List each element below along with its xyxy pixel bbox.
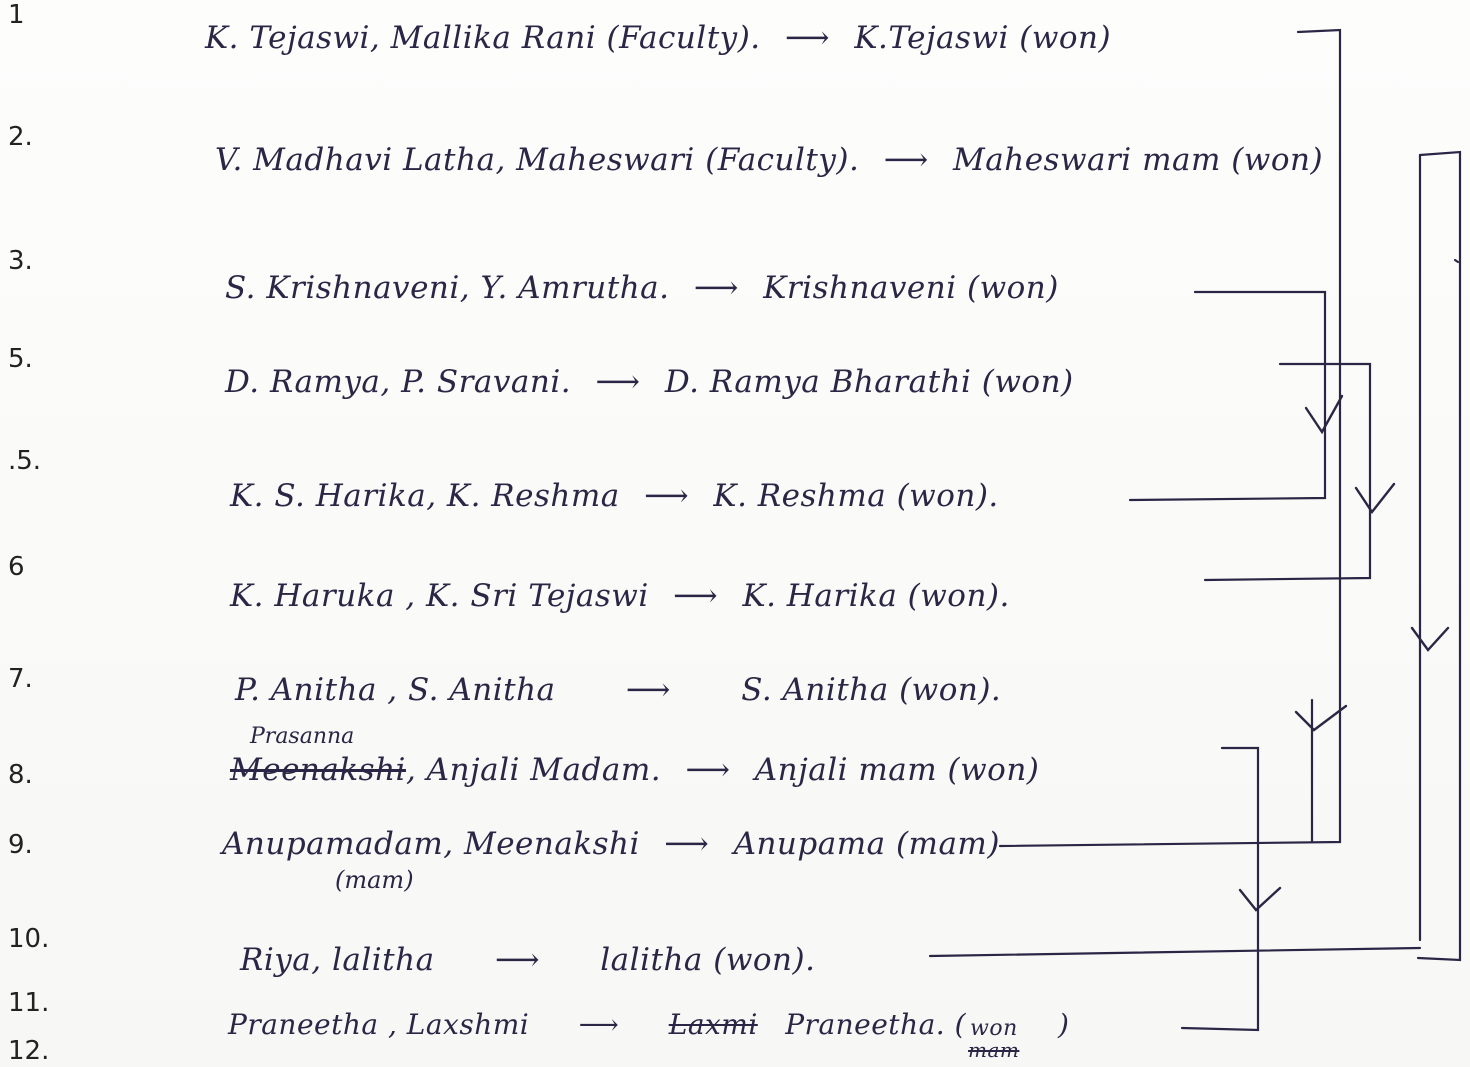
bracket-line	[1416, 150, 1462, 962]
match-result: D. Ramya Bharathi (won)	[664, 364, 1074, 400]
match-row: D. Ramya, P. Sravani. ⟶ D. Ramya Bharath…	[225, 364, 1074, 400]
tick-icon	[1294, 704, 1348, 732]
tick-icon	[1410, 626, 1450, 652]
match-row: K. S. Harika, K. Reshma ⟶ K. Reshma (won…	[230, 478, 999, 514]
match-row: S. Krishnaveni, Y. Amrutha. ⟶ Krishnaven…	[225, 270, 1059, 306]
struck-name: Meenakshi	[230, 752, 406, 788]
correction-note: (mam)	[335, 866, 414, 894]
row-number: 8.	[8, 760, 33, 790]
won-note: won	[970, 1016, 1018, 1041]
match-result: Anjali mam (won)	[754, 752, 1040, 788]
arrow-icon: ⟶	[785, 20, 830, 56]
row-number: 7.	[8, 664, 33, 694]
row-number: 6	[8, 552, 25, 582]
struck-name: Laxmi	[668, 1008, 758, 1041]
arrow-icon: ⟶	[664, 826, 710, 862]
row-number: .5.	[8, 446, 42, 476]
row-number: 5.	[8, 344, 33, 374]
arrow-icon: ⟶	[644, 478, 690, 514]
tick-icon	[1238, 886, 1282, 912]
arrow-icon: ⟶	[595, 364, 641, 400]
match-row: K. Tejaswi, Mallika Rani (Faculty). ⟶ K.…	[205, 20, 1111, 56]
match-row: Anupamadam, Meenakshi ⟶ Anupama (mam)	[222, 826, 1000, 862]
row-number: 11.	[8, 988, 50, 1018]
match-pair: Praneetha , Laxshmi	[228, 1008, 530, 1041]
match-result: K. Reshma (won).	[713, 478, 999, 514]
row-number: 12.	[8, 1036, 50, 1066]
bracket-line	[1180, 746, 1260, 1032]
match-result: K.Tejaswi (won)	[854, 20, 1112, 56]
row-number: 3.	[8, 246, 33, 276]
match-pair: Anupamadam, Meenakshi	[222, 826, 640, 862]
correction-note: Prasanna	[250, 724, 355, 749]
arrow-icon: ⟶	[685, 752, 731, 788]
match-result: K. Harika (won).	[742, 578, 1010, 614]
match-pair: K. Tejaswi, Mallika Rani (Faculty).	[205, 20, 761, 56]
match-result: S. Anitha (won).	[741, 672, 1002, 708]
match-pair: S. Krishnaveni, Y. Amrutha.	[225, 270, 670, 306]
match-pair: , Anjali Madam.	[405, 752, 662, 788]
match-pair: K. Haruka , K. Sri Tejaswi	[230, 578, 649, 614]
match-pair: P. Anitha , S. Anitha	[235, 672, 556, 708]
tick-icon	[1354, 482, 1396, 515]
match-result: Praneetha. (	[785, 1008, 967, 1041]
match-result: Krishnaveni (won)	[763, 270, 1059, 306]
match-row: K. Haruka , K. Sri Tejaswi ⟶ K. Harika (…	[230, 578, 1010, 614]
match-row: Riya, lalitha ⟶ lalitha (won).	[240, 942, 815, 978]
arrow-icon: ⟶	[693, 270, 739, 306]
tick-marks	[1238, 394, 1450, 912]
arrow-icon: ⟶	[494, 942, 540, 978]
match-result: lalitha (won).	[600, 942, 816, 978]
match-row: Meenakshi, Anjali Madam. ⟶ Anjali mam (w…	[230, 752, 1039, 788]
match-pair: Riya, lalitha	[240, 942, 435, 978]
row-number: 2.	[8, 122, 33, 152]
arrow-icon: ⟶	[883, 142, 929, 178]
arrow-icon: ⟶	[673, 578, 719, 614]
arrow-icon: ⟶	[578, 1008, 620, 1041]
struck-mam: mam	[968, 1038, 1020, 1062]
match-pair: K. S. Harika, K. Reshma	[230, 478, 620, 514]
match-row: P. Anitha , S. Anitha ⟶ S. Anitha (won).	[235, 672, 1001, 708]
match-pair: V. Madhavi Latha, Maheswari (Faculty).	[215, 142, 860, 178]
bracket-line	[998, 28, 1342, 848]
row-number: 10.	[8, 924, 50, 954]
match-pair: D. Ramya, P. Sravani.	[225, 364, 572, 400]
arrow-icon: ⟶	[625, 672, 671, 708]
row-number: 9.	[8, 830, 33, 860]
match-row: V. Madhavi Latha, Maheswari (Faculty). ⟶…	[215, 142, 1323, 178]
bracket-line	[1453, 258, 1460, 264]
match-result-tail: )	[1058, 1008, 1070, 1041]
match-row: Praneetha , Laxshmi ⟶ Laxmi Praneetha. (…	[228, 1008, 1070, 1062]
match-result: Anupama (mam)	[733, 826, 1000, 862]
match-result: Maheswari mam (won)	[953, 142, 1324, 178]
row-number: 1	[8, 0, 25, 30]
bracket-line	[1128, 290, 1327, 502]
bracket-line	[1203, 362, 1372, 582]
tick-icon	[1304, 394, 1344, 435]
bracket-line	[928, 946, 1422, 958]
